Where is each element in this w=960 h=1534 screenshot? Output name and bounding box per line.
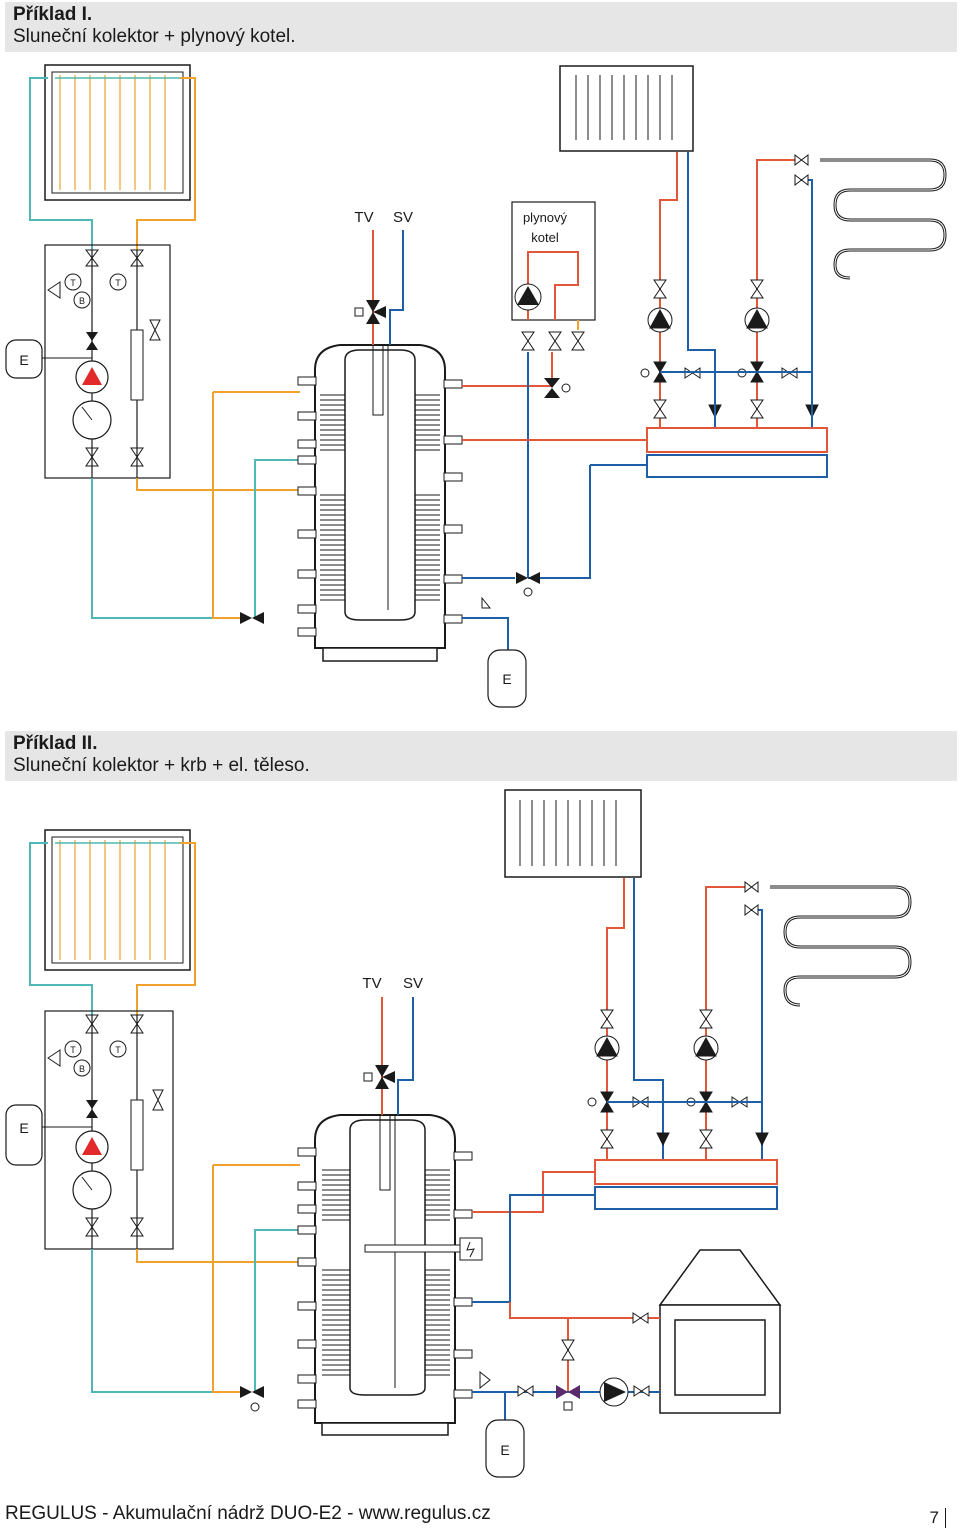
solar-collector bbox=[44, 829, 191, 971]
storage-tank bbox=[297, 344, 463, 662]
solar-collector bbox=[44, 64, 191, 201]
expansion-vessel-tank: E bbox=[487, 649, 527, 708]
boiler-label-2: kotel bbox=[531, 230, 559, 245]
page-number: 7 bbox=[930, 1508, 946, 1528]
section1-subtitle: Sluneční kolektor + plynový kotel. bbox=[13, 26, 296, 47]
expansion-label: E bbox=[502, 671, 511, 687]
supply-manifold bbox=[646, 427, 828, 453]
expansion-label: E bbox=[500, 1442, 509, 1458]
expansion-vessel-tank: E bbox=[485, 1419, 525, 1478]
storage-tank bbox=[297, 1114, 483, 1436]
section2-subtitle: Sluneční kolektor + krb + el. těleso. bbox=[13, 755, 310, 776]
expansion-vessel: E bbox=[5, 1104, 43, 1166]
expansion-vessel: E bbox=[5, 339, 43, 379]
expansion-label: E bbox=[19, 352, 28, 368]
floor-heating-loop bbox=[770, 885, 912, 1007]
solar-station: T T B bbox=[44, 1010, 174, 1250]
sensor-t-label: T bbox=[70, 1045, 76, 1055]
sensor-t-label: T bbox=[115, 1045, 121, 1055]
sensor-t-label: T bbox=[70, 278, 76, 288]
solar-station: T T B bbox=[44, 244, 171, 479]
sensor-b-label: B bbox=[79, 296, 85, 306]
boiler-label-1: plynový bbox=[523, 210, 568, 225]
expansion-label: E bbox=[19, 1120, 28, 1136]
gas-boiler: plynový kotel bbox=[511, 201, 596, 330]
radiator bbox=[559, 65, 694, 152]
diagram-example-1: T T B E bbox=[5, 64, 947, 708]
hot-water-label: TV bbox=[362, 975, 381, 992]
return-manifold bbox=[594, 1186, 778, 1210]
radiator bbox=[504, 789, 642, 878]
section2-header: Příklad II. Sluneční kolektor + krb + el… bbox=[5, 731, 957, 781]
return-manifold bbox=[646, 454, 828, 478]
diagram-example-2: T T B E bbox=[5, 789, 912, 1478]
cold-water-label: SV bbox=[393, 209, 413, 226]
section2-title: Příklad II. bbox=[13, 733, 98, 754]
hot-water-label: TV bbox=[354, 209, 373, 226]
fireplace bbox=[658, 1249, 782, 1414]
cold-water-label: SV bbox=[403, 975, 423, 992]
supply-manifold bbox=[594, 1159, 778, 1185]
floor-heating-loop bbox=[820, 158, 947, 280]
section1-header: Příklad I. Sluneční kolektor + plynový k… bbox=[5, 2, 957, 52]
sensor-b-label: B bbox=[79, 1064, 85, 1074]
sensor-t-label: T bbox=[115, 278, 121, 288]
section1-title: Příklad I. bbox=[13, 4, 93, 25]
footer-text: REGULUS - Akumulační nádrž DUO-E2 - www.… bbox=[5, 1503, 491, 1524]
